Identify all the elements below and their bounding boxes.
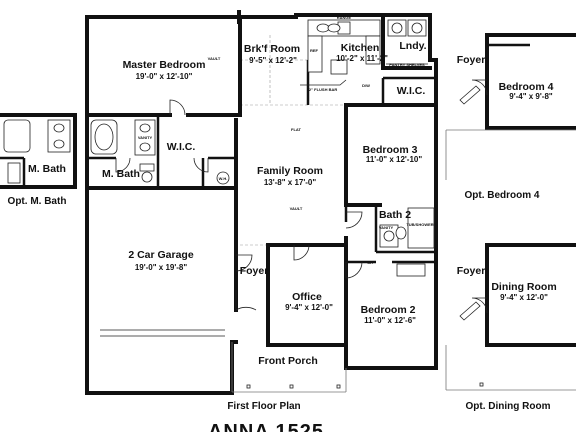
first-floor-plan-caption: First Floor Plan [227,401,300,412]
plan-name-title: ANNA 1525 [208,421,324,432]
pantry-note: PANTRY SHELVES [389,62,425,67]
wic-master-label: W.I.C. [167,141,196,153]
family-room-dims: 13'-8" x 17'-0" [264,178,317,187]
foyer-label: Foyer [240,265,269,277]
interior-dashed-lines [240,35,346,246]
master-bath-label: M. Bath [102,168,140,180]
breakfast-room-label: Brk'f Room [244,43,300,55]
fixture-notes: RANGE D/W REF PANTRY SHELVES 12" FLUSH B… [138,15,434,265]
front-porch-outline [231,342,347,393]
garage-dims: 19'-0" x 19'-8" [135,263,188,272]
kitchen-dims: 10'-2" x 11'-2" [336,54,388,63]
wic-hall-label: W.I.C. [397,85,426,97]
opt-m-bath-caption: Opt. M. Bath [8,196,67,207]
ref-note: REF [310,48,319,53]
bedroom-2-dims: 11'-0" x 12'-6" [364,316,416,325]
opt-b4-foyer-label: Foyer [457,54,486,66]
bath-2-label: Bath 2 [379,209,411,221]
opt-dr-room-label: Dining Room [491,281,556,293]
master-bedroom-label: Master Bedroom [123,59,206,71]
family-room-label: Family Room [257,165,323,177]
dw-note: D/W [362,83,370,88]
opt-b4-dims: 9'-4" x 9'-8" [509,92,553,101]
vanity-note-bath2: VANITY [379,225,394,230]
bedroom-3-label: Bedroom 3 [363,144,418,156]
laundry-label: Lndy. [399,40,426,52]
opt-dr-foyer-label: Foyer [457,265,486,277]
sh-note: SH [367,260,373,265]
opt-dr-dims: 9'-4" x 12'-0" [500,293,548,302]
opt-b4-room-label: Bedroom 4 [499,81,554,93]
vault-note-master: VAULT [208,56,221,61]
main-plan-labels: Master Bedroom 19'-0" x 12'-10" Brk'f Ro… [102,40,427,432]
opt-dining-room: Foyer Dining Room 9'-4" x 12'-0" Opt. Di… [445,243,576,412]
main-plan-fixtures [90,19,435,337]
breakfast-room-dims: 9'-5" x 12'-2" [249,56,297,65]
kitchen-label: Kitchen [341,42,380,54]
tub-note: TUB/SHOWER [406,222,433,227]
front-porch-label: Front Porch [258,355,318,367]
opt-bedroom-4: Foyer Bedroom 4 9'-4" x 9'-8" Opt. Bedro… [445,33,576,201]
flat-note: FLAT [291,127,301,132]
wh-note: W.H. [219,176,228,181]
vault-note-family: VAULT [290,206,303,211]
opt-b4-caption: Opt. Bedroom 4 [464,190,539,201]
master-bedroom-dims: 19'-0" x 12'-10" [136,72,193,81]
opt-m-bath-room-label: M. Bath [28,163,66,175]
office-dims: 9'-4" x 12'-0" [285,303,333,312]
bedroom-3-dims: 11'-0" x 12'-10" [366,155,423,164]
bedroom-2-label: Bedroom 2 [361,304,416,316]
vanity-note: VANITY [138,135,153,140]
garage-label: 2 Car Garage [128,249,194,261]
opt-dr-caption: Opt. Dining Room [466,401,551,412]
range-note: RANGE [337,15,352,20]
office-label: Office [292,291,322,303]
bar-note: 12" FLUSH BAR [307,87,338,92]
opt-master-bath: M. Bath Opt. M. Bath [0,113,77,207]
